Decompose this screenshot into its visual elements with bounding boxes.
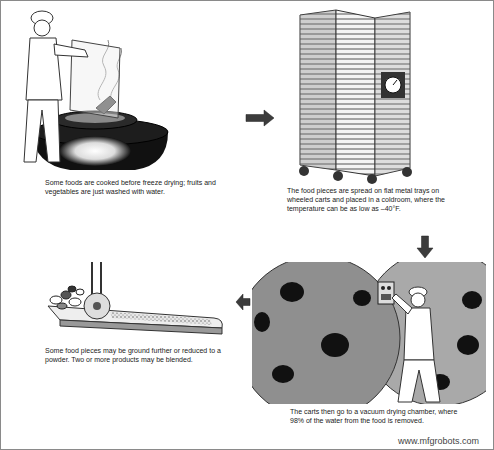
chamber-port: [457, 335, 479, 355]
chamber-port: [321, 333, 349, 357]
cart-panel-shade: [375, 12, 410, 176]
step-caption: Some food pieces may be ground further o…: [45, 346, 223, 364]
watermark: www.mfgrobots.com: [398, 436, 479, 447]
chamber-door: [252, 262, 400, 404]
panel-display: [381, 294, 391, 300]
flow-arrow: [417, 236, 433, 258]
process-step: The food pieces are spread on flat metal…: [274, 8, 486, 236]
control-panel: [378, 282, 394, 304]
food-piece: [57, 303, 67, 309]
worker-arm: [54, 44, 88, 57]
worker-head: [34, 20, 50, 36]
food-piece: [76, 289, 84, 295]
powder: [110, 312, 212, 325]
process-step: The carts then go to a vacuum drying cha…: [250, 258, 486, 434]
roller-post: [91, 262, 93, 298]
chamber-port: [280, 282, 304, 302]
chamber-port: [254, 312, 270, 332]
cart-gauge-plate: [381, 72, 405, 98]
process-step: Some food pieces may be ground further o…: [10, 262, 236, 377]
operator-arm: [392, 294, 412, 314]
cart-wheel: [402, 167, 412, 177]
panel-knob: [387, 286, 391, 290]
cart-panel-shade: [300, 10, 336, 170]
roller-post: [100, 262, 102, 298]
panel-knob: [381, 286, 385, 290]
chamber-port: [462, 291, 482, 309]
burner-glow: [59, 136, 131, 166]
roller-hub: [93, 302, 101, 310]
cart-wheel: [333, 171, 343, 181]
worker-legs: [24, 100, 60, 162]
roller: [84, 293, 110, 319]
food-piece: [68, 286, 76, 292]
grinder-illustration: [48, 262, 222, 334]
cooking-illustration: [24, 11, 168, 170]
operator-head: [411, 293, 425, 307]
process-step: Some foods are cooked before freeze dryi…: [10, 8, 246, 208]
operator-legs: [398, 360, 440, 402]
cart-panel: [300, 10, 336, 170]
cart-gauge: [385, 77, 401, 93]
gauge-needle: [393, 80, 397, 85]
chamber-illustration: [252, 262, 486, 404]
cart-illustration: [299, 10, 412, 184]
step-caption: Some foods are cooked before freeze dryi…: [45, 178, 221, 196]
food-piece: [61, 291, 71, 299]
operator-torso: [404, 308, 434, 360]
chamber-port: [353, 290, 371, 306]
step-caption: The carts then go to a vacuum drying cha…: [290, 407, 462, 425]
chamber-port: [272, 365, 294, 383]
food-piece: [69, 298, 81, 306]
flow-arrow: [236, 294, 250, 310]
step-caption: The food pieces are spread on flat metal…: [287, 186, 453, 213]
cart-wheel: [299, 166, 309, 176]
cart-wheel: [367, 174, 377, 184]
cart-panel: [375, 12, 410, 176]
flow-arrow: [246, 110, 274, 126]
cart-panel: [336, 10, 375, 176]
